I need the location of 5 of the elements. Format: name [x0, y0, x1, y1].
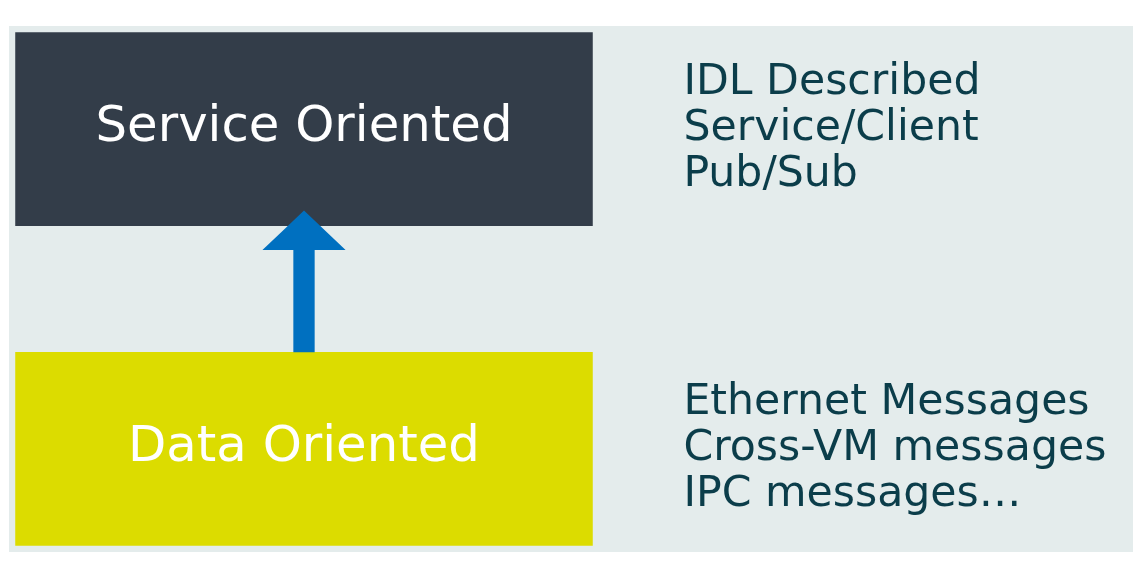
- arrow: [262, 209, 346, 352]
- node-box: Service Oriented: [15, 31, 593, 226]
- node-box: Data Oriented: [15, 351, 593, 546]
- node-label: IPC messages…: [683, 465, 1022, 516]
- node-label: Ethernet Messages: [683, 373, 1090, 424]
